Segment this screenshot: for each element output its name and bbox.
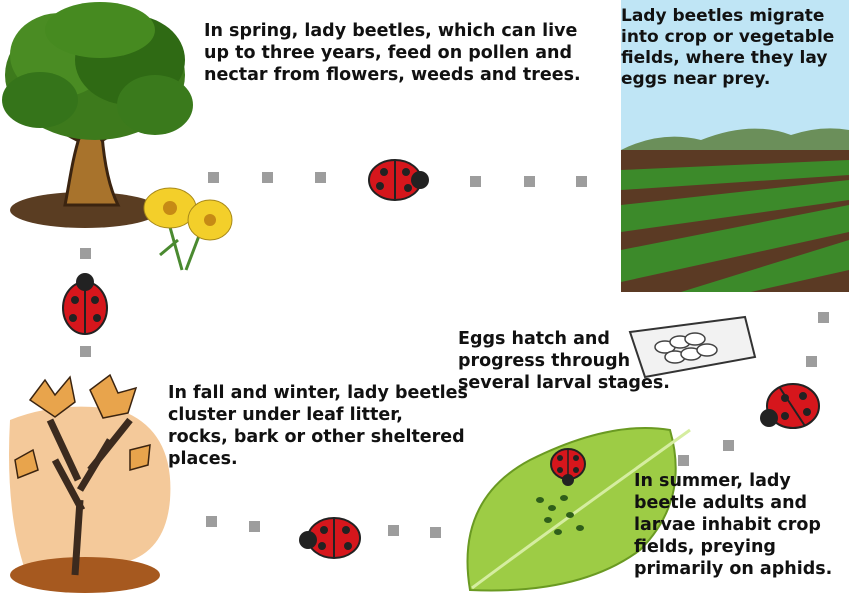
path-dot (818, 312, 829, 323)
flowers-illustration (140, 180, 240, 275)
caption-eggs: Eggs hatch and progress through several … (458, 328, 688, 394)
caption-spring: In spring, lady beetles, which can live … (204, 20, 604, 86)
caption-fall-winter: In fall and winter, lady beetles cluster… (168, 382, 468, 470)
path-dot (249, 521, 260, 532)
path-dot (208, 172, 219, 183)
ladybug-icon (360, 148, 440, 208)
caption-migrate: Lady beetles migrate into crop or vegeta… (621, 6, 849, 90)
path-dot (806, 356, 817, 367)
path-dot (470, 176, 481, 187)
ladybug-icon (546, 444, 590, 488)
path-dot (524, 176, 535, 187)
ladybug-icon (755, 378, 825, 438)
ladybug-icon (290, 510, 370, 570)
path-dot (315, 172, 326, 183)
path-dot (576, 176, 587, 187)
path-dot (678, 455, 689, 466)
caption-summer: In summer, lady beetle adults and larvae… (634, 470, 844, 580)
path-dot (723, 440, 734, 451)
path-dot (206, 516, 217, 527)
path-dot (388, 525, 399, 536)
path-dot (262, 172, 273, 183)
path-dot (430, 527, 441, 538)
path-dot (80, 248, 91, 259)
path-dot (80, 346, 91, 357)
autumn-shrub-illustration (0, 360, 190, 599)
ladybug-icon (55, 268, 115, 338)
